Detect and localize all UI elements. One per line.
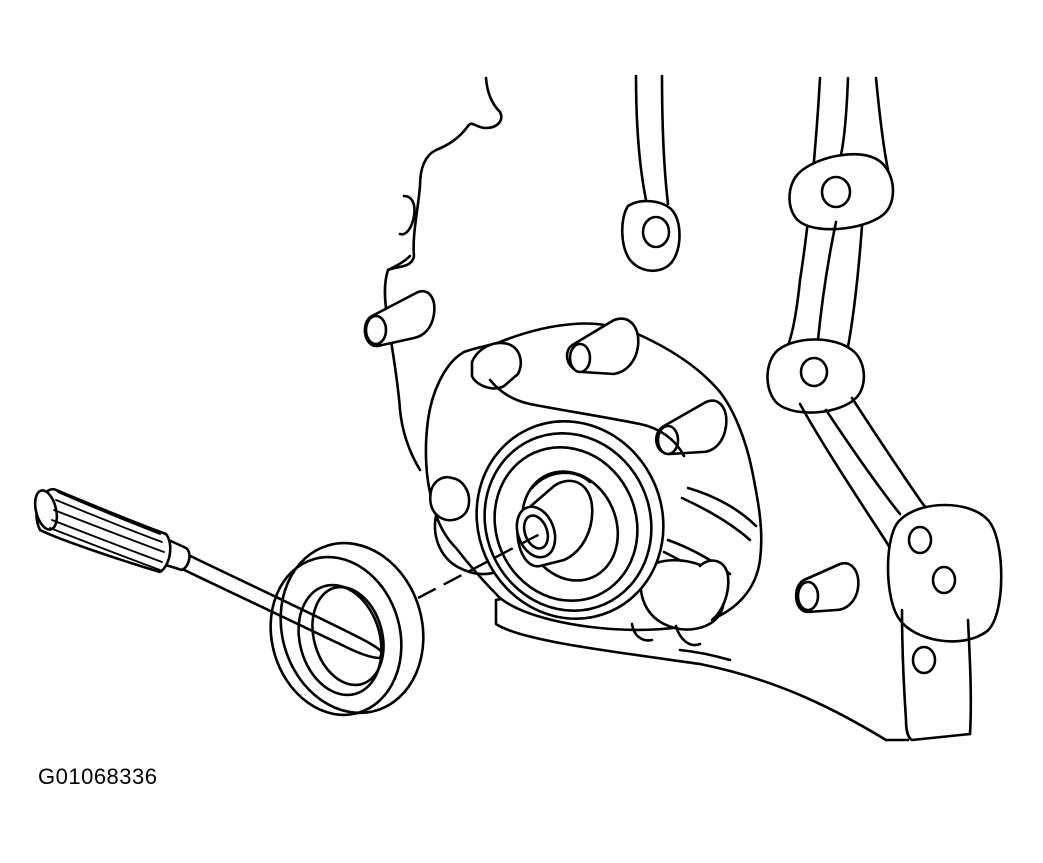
timing-cover-right-flange	[766, 76, 1003, 742]
screwdriver-tool	[33, 487, 384, 660]
crankshaft-front-oil-seal	[269, 541, 425, 717]
crankshaft-snout	[515, 479, 594, 568]
timing-cover-top-tab	[620, 74, 681, 273]
dowel-pin-lower-right	[794, 561, 860, 614]
timing-cover-left-edge	[383, 76, 503, 472]
alignment-centerline	[417, 532, 541, 600]
dowel-pin-upper-left	[363, 289, 436, 348]
figure-id-label: G01068336	[38, 764, 158, 789]
